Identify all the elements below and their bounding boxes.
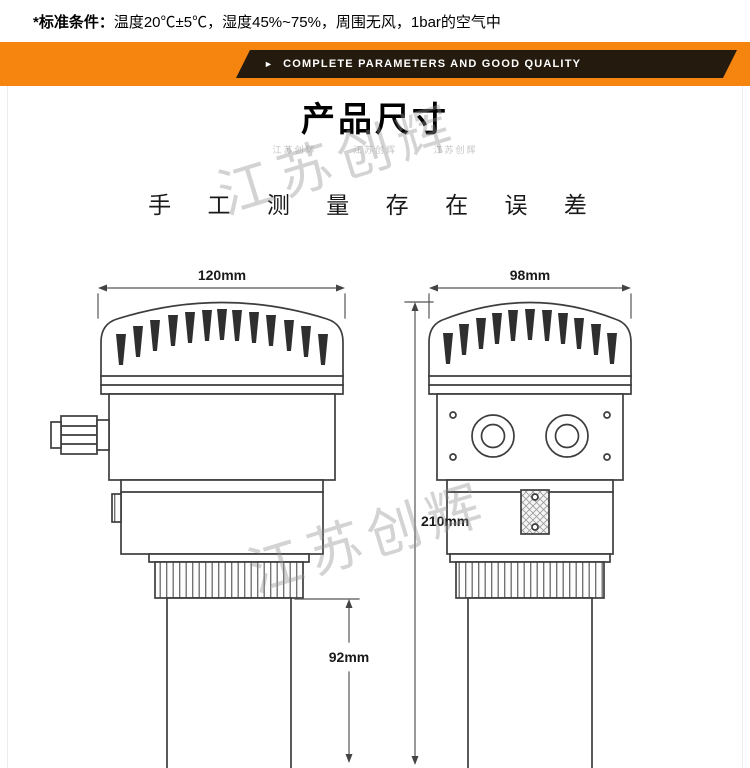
right-cap-rings [428, 375, 632, 386]
watermark-text: 江苏创辉 [433, 145, 478, 155]
left-horn [166, 597, 292, 768]
right-bolt-4 [603, 453, 611, 461]
right-plate-screw-top [531, 493, 539, 501]
left-gland-neck [96, 419, 110, 451]
right-gland-left-inner [480, 423, 506, 449]
left-flange [148, 553, 310, 563]
left-cap-fins [116, 309, 328, 365]
content-card: 产品尺寸 江苏创辉 江苏创辉 江苏创辉 手 工 测 量 存 在 误 差 江苏创辉… [7, 86, 743, 768]
watermark-row: 江苏创辉 江苏创辉 江苏创辉 [8, 143, 742, 156]
right-bolt-1 [449, 411, 457, 419]
ribbon-text: COMPLETE PARAMETERS AND GOOD QUALITY [283, 58, 582, 70]
note-text: 温度20℃±5℃，湿度45%~75%，周围无风，1bar的空气中 [113, 13, 501, 31]
left-horn-label: 92mm [329, 649, 369, 665]
right-cap-fins [443, 309, 617, 364]
watermark-text: 江苏创辉 [352, 145, 397, 155]
left-gland-tip [50, 421, 62, 449]
left-thread-nut [154, 561, 304, 599]
right-width-label: 98mm [510, 268, 550, 283]
right-device-drawing [428, 301, 632, 768]
left-body [108, 393, 336, 481]
play-arrow-icon: ► [264, 59, 275, 69]
right-flange [449, 553, 611, 563]
left-cap-rings [100, 375, 344, 386]
right-height-label: 210mm [421, 513, 469, 529]
right-height-dimension [404, 301, 434, 765]
right-horn [467, 597, 593, 768]
right-width-dimension [428, 284, 632, 319]
left-gland-ribs [60, 425, 98, 445]
left-horn-dimension [294, 598, 360, 763]
right-gland-right-inner [554, 423, 580, 449]
left-device-drawing [50, 301, 344, 768]
measure-disclaimer: 手 工 测 量 存 在 误 差 [148, 192, 602, 218]
left-lower-housing [120, 479, 324, 555]
right-body [436, 393, 624, 481]
left-width-dimension [97, 284, 346, 319]
left-side-tab [111, 493, 122, 523]
right-plate-screw-bottom [531, 523, 539, 531]
right-bolt-2 [603, 411, 611, 419]
left-cap-outline [100, 301, 344, 395]
quality-ribbon: ► COMPLETE PARAMETERS AND GOOD QUALITY [236, 50, 737, 78]
standard-condition-note: *标准条件：温度20℃±5℃，湿度45%~75%，周围无风，1bar的空气中 [0, 0, 750, 42]
note-label: *标准条件： [33, 13, 114, 31]
orange-banner-band: ► COMPLETE PARAMETERS AND GOOD QUALITY [0, 42, 750, 86]
page-title: 产品尺寸 [301, 101, 449, 139]
dimension-drawings: 120mm 92mm [50, 268, 632, 768]
left-width-label: 120mm [198, 268, 246, 283]
watermark-text: 江苏创辉 [272, 145, 317, 155]
right-bolt-3 [449, 453, 457, 461]
right-thread-nut [455, 561, 605, 599]
